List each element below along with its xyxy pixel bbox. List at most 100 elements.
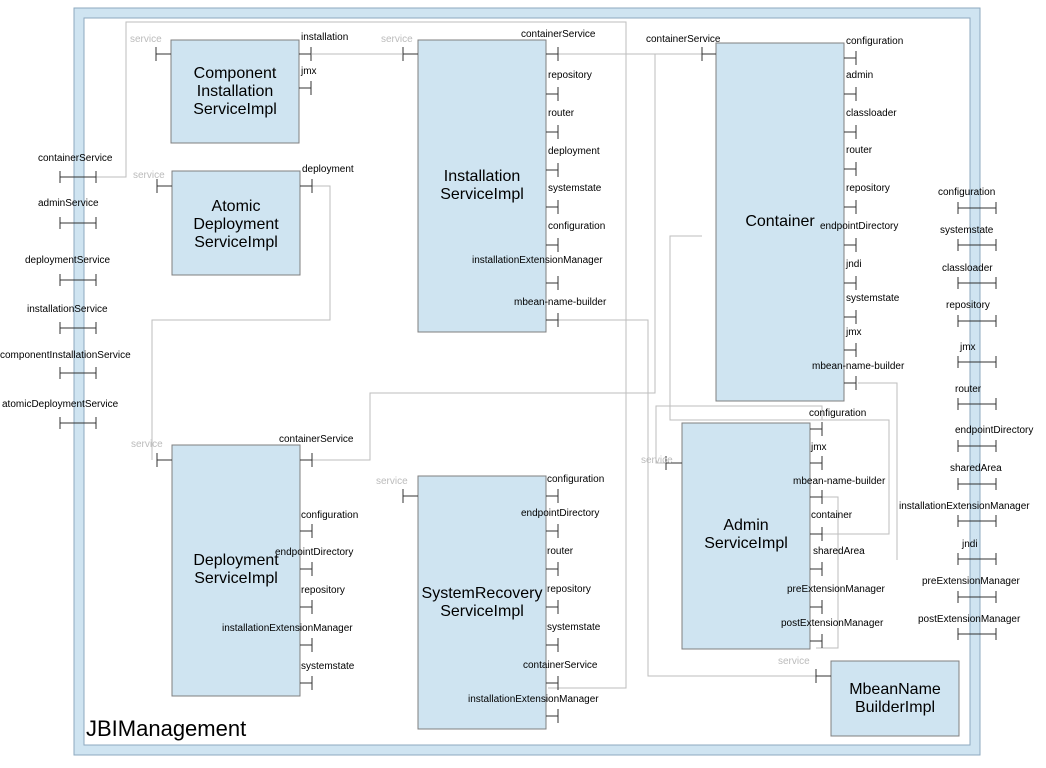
external-reference-label: sharedArea: [950, 463, 1002, 474]
reference-label: jndi: [845, 259, 862, 270]
reference-label: installationExtensionManager: [222, 623, 353, 634]
reference-label: mbean-name-builder: [812, 361, 905, 372]
reference-label: postExtensionManager: [781, 618, 884, 629]
deployment-service-box[interactable]: [171, 444, 301, 697]
admin-service-box[interactable]: [681, 422, 811, 650]
service-label: service: [376, 476, 408, 487]
mbean-name-builder-box[interactable]: [830, 660, 960, 737]
reference-label: endpointDirectory: [521, 508, 599, 519]
service-label: service: [130, 34, 162, 45]
deployment-service-label-line: Deployment: [193, 552, 279, 569]
exposed-service-label: installationService: [27, 304, 108, 315]
reference-label: classloader: [846, 108, 897, 119]
wire-3: [151, 185, 331, 460]
reference-label: configuration: [301, 510, 358, 521]
component-installation-label-line: ServiceImpl: [193, 101, 277, 118]
wire-0: [96, 21, 627, 689]
reference-label: router: [547, 546, 574, 557]
service-label: service: [641, 455, 673, 466]
composite-title: JBIManagement: [86, 716, 246, 741]
reference-label: configuration: [809, 408, 866, 419]
component-installation-label-line: Installation: [197, 83, 274, 100]
reference-label: router: [846, 145, 873, 156]
system-recovery-box[interactable]: [417, 475, 547, 730]
component-installation-box[interactable]: [170, 39, 300, 144]
service-label: service: [381, 34, 413, 45]
reference-label: sharedArea: [813, 546, 865, 557]
installation-service-box[interactable]: [417, 39, 547, 333]
exposed-service-label: atomicDeploymentService: [2, 399, 119, 410]
wire-8: [669, 235, 890, 535]
reference-label: jmx: [300, 66, 317, 77]
service-label: service: [133, 170, 165, 181]
reference-label: endpointDirectory: [275, 547, 353, 558]
installation-service-label-line: Installation: [444, 168, 521, 185]
reference-label: container: [811, 510, 853, 521]
reference-label: installationExtensionManager: [468, 694, 599, 705]
reference-label: router: [548, 108, 575, 119]
external-reference-label: repository: [946, 300, 990, 311]
reference-label: configuration: [846, 36, 903, 47]
external-reference-label: preExtensionManager: [922, 576, 1021, 587]
reference-label: systemstate: [846, 293, 900, 304]
reference-label: installation: [301, 32, 348, 43]
atomic-deployment-box[interactable]: [171, 170, 301, 276]
mbean-name-builder-label-line: BuilderImpl: [855, 699, 935, 716]
deployment-service-label-line: ServiceImpl: [194, 570, 278, 587]
service-label: service: [778, 656, 810, 667]
external-reference-label: systemstate: [940, 225, 994, 236]
reference-label: deployment: [548, 146, 600, 157]
reference-label: configuration: [548, 221, 605, 232]
component-installation-label-line: Component: [194, 65, 277, 82]
reference-label: mbean-name-builder: [514, 297, 607, 308]
reference-label: jmx: [845, 327, 862, 338]
reference-label: repository: [301, 585, 345, 596]
reference-label: installationExtensionManager: [472, 255, 603, 266]
reference-label: endpointDirectory: [820, 221, 898, 232]
exposed-service-label: adminService: [38, 198, 99, 209]
external-reference-label: router: [955, 384, 982, 395]
service-label: containerService: [646, 34, 721, 45]
reference-label: repository: [547, 584, 591, 595]
reference-label: containerService: [523, 660, 598, 671]
exposed-service-label: deploymentService: [25, 255, 110, 266]
service-label: service: [131, 439, 163, 450]
reference-label: systemstate: [547, 622, 601, 633]
reference-label: systemstate: [301, 661, 355, 672]
admin-service-label-line: Admin: [723, 517, 768, 534]
container-box[interactable]: [715, 42, 845, 402]
container-label-line: Container: [745, 213, 815, 230]
wire-5: [558, 319, 816, 677]
exposed-service-label: containerService: [38, 153, 113, 164]
reference-label: jmx: [810, 442, 827, 453]
mbean-name-builder-label-line: MbeanName: [849, 681, 941, 698]
external-reference-label: jndi: [961, 539, 978, 550]
reference-label: containerService: [521, 29, 596, 40]
external-reference-label: installationExtensionManager: [899, 501, 1030, 512]
external-reference-label: jmx: [959, 342, 976, 353]
reference-label: systemstate: [548, 183, 602, 194]
admin-service-label-line: ServiceImpl: [704, 535, 788, 552]
external-reference-label: endpointDirectory: [955, 425, 1033, 436]
wire-9: [655, 405, 823, 464]
wire-6: [858, 382, 898, 560]
reference-label: containerService: [279, 434, 354, 445]
reference-label: repository: [846, 183, 890, 194]
installation-service-label-line: ServiceImpl: [440, 186, 524, 203]
external-reference-label: postExtensionManager: [918, 614, 1021, 625]
atomic-deployment-label-line: ServiceImpl: [194, 234, 278, 251]
system-recovery-label-line: SystemRecovery: [422, 585, 543, 602]
reference-label: mbean-name-builder: [793, 476, 886, 487]
reference-label: admin: [846, 70, 873, 81]
external-reference-label: configuration: [938, 187, 995, 198]
reference-label: preExtensionManager: [787, 584, 886, 595]
reference-label: deployment: [302, 164, 354, 175]
atomic-deployment-label-line: Atomic: [212, 198, 261, 215]
atomic-deployment-label-line: Deployment: [193, 216, 279, 233]
reference-label: configuration: [547, 474, 604, 485]
system-recovery-label-line: ServiceImpl: [440, 603, 524, 620]
external-reference-label: classloader: [942, 263, 993, 274]
exposed-service-label: componentInstallationService: [0, 350, 131, 361]
reference-label: repository: [548, 70, 592, 81]
